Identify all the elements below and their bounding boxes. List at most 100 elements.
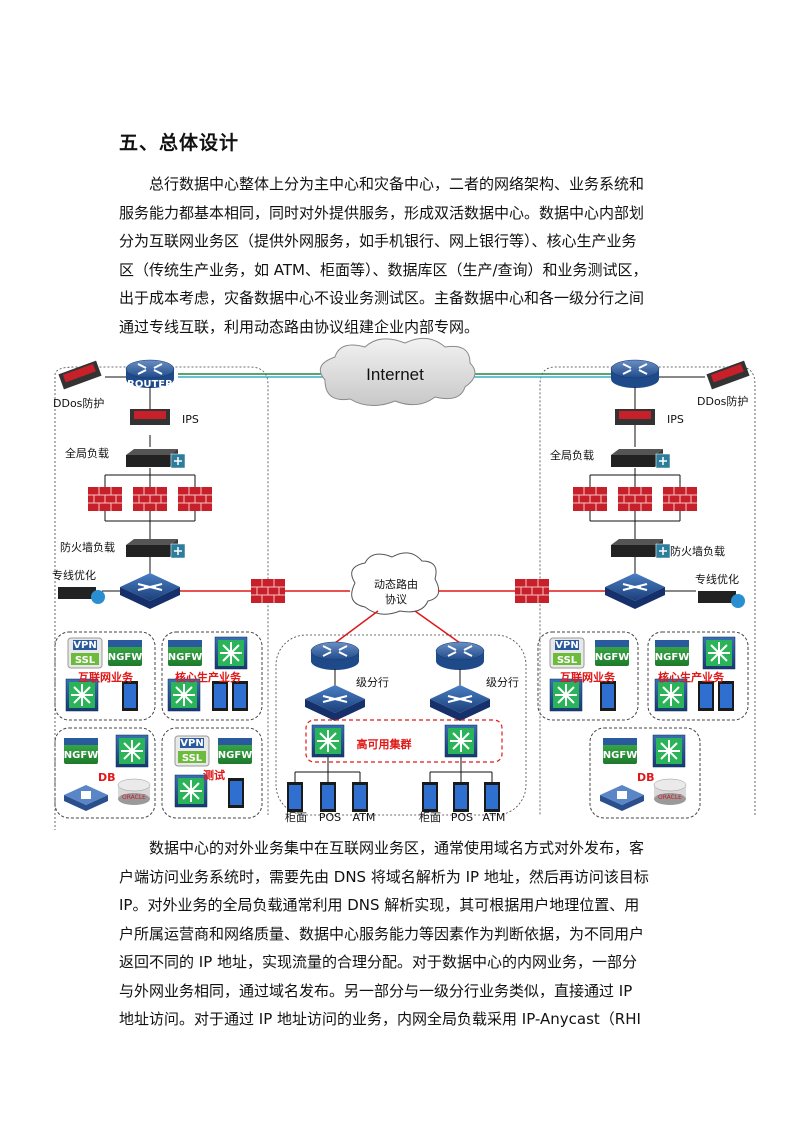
oracle-label: ORACLE bbox=[122, 794, 146, 801]
server-icon bbox=[122, 681, 138, 711]
right-zone-internet-label: 互联网业务 bbox=[560, 670, 616, 684]
vpn-ssl-icon bbox=[549, 637, 585, 669]
branch-label-right: 级分行 bbox=[486, 676, 519, 689]
ha-switch-icon bbox=[311, 724, 345, 758]
left-ddos-icon bbox=[58, 360, 102, 390]
ngfw-icon bbox=[167, 640, 203, 666]
app-switch-icon bbox=[115, 734, 149, 768]
atm-terminal-icon bbox=[484, 782, 500, 812]
right-data-center: DDos防护 IPS 全局负载 防火墙负载 专线优化 互联网 bbox=[537, 359, 750, 819]
ngfw-icon bbox=[63, 738, 99, 764]
left-fw-lb-icon bbox=[126, 539, 178, 557]
right-core-switch-icon bbox=[604, 572, 666, 610]
left-wan-opt-label: 专线优化 bbox=[52, 568, 96, 582]
body-line: 户端访问业务系统时，需要先由 DNS 将域名解析为 IP 地址，然后再访问该目标 bbox=[119, 867, 649, 886]
pos-terminal-icon bbox=[320, 782, 336, 812]
branch-label-left: 级分行 bbox=[356, 676, 389, 689]
terminal-label: 柜面 bbox=[419, 811, 441, 824]
right-fw-lb-badge-icon bbox=[655, 543, 671, 559]
right-ddos-label: DDos防护 bbox=[697, 394, 748, 408]
left-glb-icon bbox=[126, 449, 178, 467]
terminal-label: ATM bbox=[483, 811, 506, 824]
right-zone-core-label: 核心生产业务 bbox=[658, 670, 725, 684]
left-zone-core-label: 核心生产业务 bbox=[175, 670, 242, 684]
left-fw-lb-label: 防火墙负载 bbox=[60, 540, 115, 554]
ngfw-icon bbox=[107, 640, 143, 666]
internet-cloud: Internet bbox=[319, 337, 476, 406]
right-ips-label: IPS bbox=[667, 413, 684, 426]
dynamic-routing-line2: 协议 bbox=[385, 592, 407, 606]
teller-terminal-icon bbox=[422, 782, 438, 812]
storage-icon bbox=[600, 785, 644, 811]
right-router-icon bbox=[610, 359, 660, 389]
dynamic-routing-line1: 动态路由 bbox=[374, 577, 418, 591]
section-heading: 五、总体设计 bbox=[119, 132, 240, 154]
left-glb-badge-icon bbox=[170, 453, 186, 469]
right-fw-lb-label: 防火墙负载 bbox=[670, 544, 725, 558]
vpn-ssl-icon bbox=[174, 735, 210, 767]
body-line: IP。对外业务的全局负载通常利用 DNS 解析实现，其可根据用户地理位置、用 bbox=[119, 896, 640, 914]
branch-switch-icon bbox=[429, 684, 491, 722]
right-glb-label: 全局负载 bbox=[550, 448, 594, 462]
server-icon bbox=[600, 681, 616, 711]
database-icon bbox=[653, 778, 687, 806]
server-icon bbox=[232, 681, 248, 711]
ha-cluster-label: 高可用集群 bbox=[357, 737, 412, 751]
left-fw-lb-badge-icon bbox=[170, 543, 186, 559]
server-icon bbox=[212, 681, 228, 711]
ngfw-icon bbox=[217, 738, 253, 764]
right-glb-icon bbox=[611, 449, 663, 467]
right-fw-lb-icon bbox=[611, 539, 663, 557]
intro-line: 通过专线互联，利用动态路由协议组建企业内部专网。 bbox=[119, 317, 480, 336]
left-zone-internet-label: 互联网业务 bbox=[78, 670, 134, 684]
left-ips-label: IPS bbox=[182, 413, 199, 426]
database-icon bbox=[117, 778, 151, 806]
pos-terminal-icon bbox=[453, 782, 469, 812]
router-text: ROUTER bbox=[127, 379, 173, 390]
terminal-label: POS bbox=[319, 811, 341, 824]
right-db-label: DB bbox=[637, 771, 655, 784]
left-firewall-icon bbox=[132, 486, 168, 512]
server-icon bbox=[228, 778, 244, 808]
internet-label: Internet bbox=[366, 365, 424, 384]
left-firewall-icon bbox=[87, 486, 123, 512]
terminal-label: 柜面 bbox=[285, 811, 307, 824]
app-switch-icon bbox=[214, 636, 248, 670]
atm-terminal-icon bbox=[352, 782, 368, 812]
left-wan-opt-icon bbox=[58, 587, 105, 604]
intro-line: 出于成本考虑，灾备数据中心不设业务测试区。主备数据中心和各一级分行之间 bbox=[119, 289, 645, 307]
intro-line: 服务能力都基本相同，同时对外提供服务，形成双活数据中心。数据中心内部划 bbox=[119, 203, 645, 222]
body-line: 与外网业务相同，通过域名发布。另一部分与一级分行业务类似，直接通过 IP bbox=[119, 981, 633, 1000]
branch-switch-icon bbox=[304, 684, 366, 722]
server-icon bbox=[698, 681, 714, 711]
intro-line: 总行数据中心整体上分为主中心和灾备中心，二者的网络架构、业务系统和 bbox=[149, 175, 645, 193]
app-switch-icon bbox=[652, 734, 686, 768]
left-wan-firewall-icon bbox=[250, 578, 286, 604]
body-line: 户所属运营商和网络质量、数据中心服务能力等因素作为判断依据，为不同用户 bbox=[119, 924, 645, 943]
terminal-label: POS bbox=[451, 811, 473, 824]
left-firewall-icon bbox=[177, 486, 213, 512]
ngfw-icon bbox=[602, 738, 638, 764]
left-ddos-label: DDos防护 bbox=[53, 396, 104, 410]
intro-line: 区（传统生产业务，如 ATM、柜面等）、数据库区（生产/查询）和业务测试区， bbox=[119, 260, 648, 279]
right-wan-opt-icon bbox=[698, 591, 745, 608]
right-firewall-icon bbox=[572, 486, 608, 512]
left-data-center: ROUTER DDos防护 IPS 全局负载 防火墙负载 bbox=[52, 359, 350, 819]
left-glb-label: 全局负载 bbox=[65, 446, 109, 460]
right-wan-firewall-icon bbox=[514, 578, 550, 604]
server-icon bbox=[718, 681, 734, 711]
app-switch-icon bbox=[702, 636, 736, 670]
left-ips-icon bbox=[130, 409, 170, 425]
right-glb-badge-icon bbox=[655, 453, 671, 469]
body-line: 地址访问。对于通过 IP 地址访问的业务，内网全局负载采用 IP-Anycast… bbox=[119, 1010, 641, 1028]
oracle-label: ORACLE bbox=[658, 794, 682, 801]
vpn-ssl-icon bbox=[67, 637, 103, 669]
intro-paragraph: 总行数据中心整体上分为主中心和灾备中心，二者的网络架构、业务系统和 服务能力都基… bbox=[119, 170, 679, 341]
network-architecture-diagram: NGFW VPN SSL bbox=[52, 337, 756, 830]
left-db-label: DB bbox=[98, 771, 116, 784]
body-line: 数据中心的对外业务集中在互联网业务区，通常使用域名方式对外发布，客 bbox=[149, 839, 645, 857]
storage-icon bbox=[64, 785, 108, 811]
ha-switch-icon bbox=[444, 724, 478, 758]
teller-terminal-icon bbox=[287, 782, 303, 812]
right-wan-opt-label: 专线优化 bbox=[695, 572, 739, 586]
